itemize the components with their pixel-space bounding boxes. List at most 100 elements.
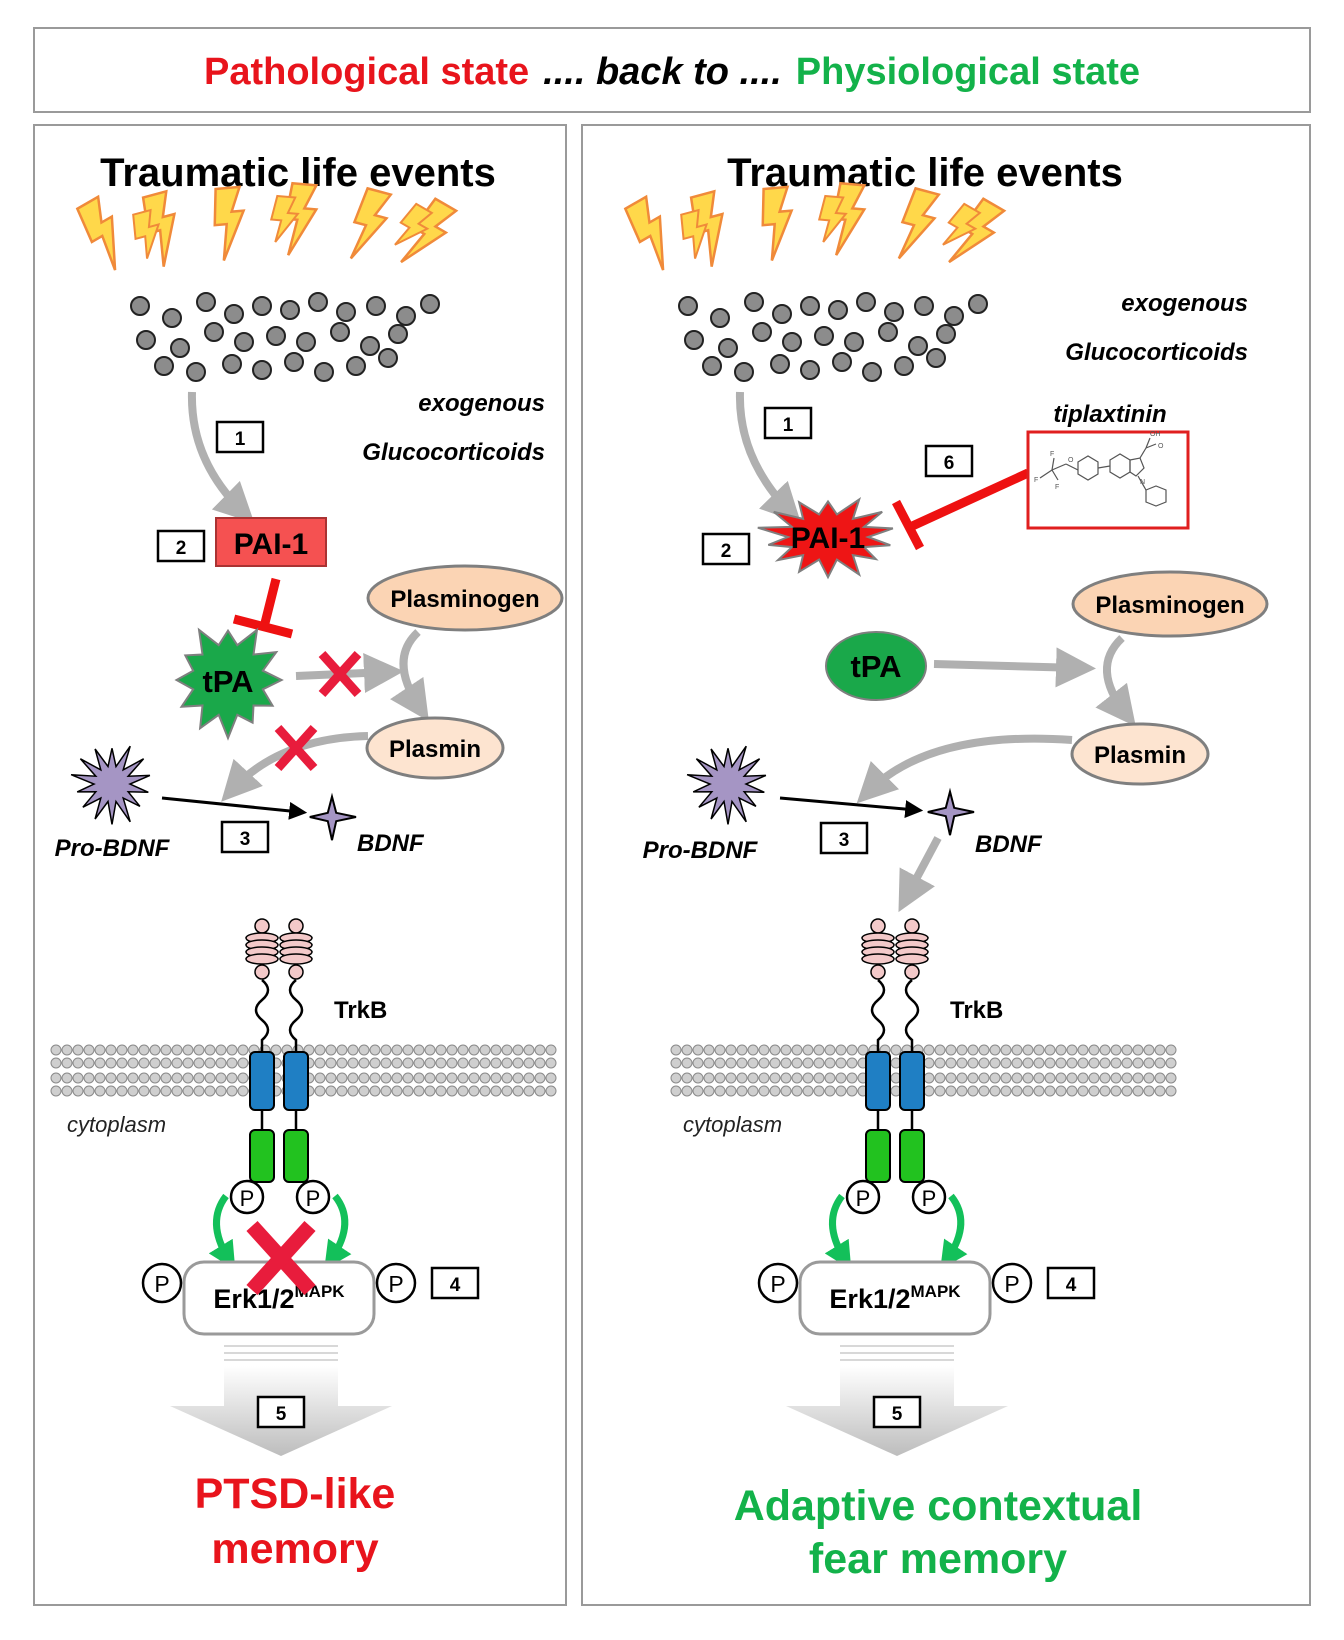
right-step-6-box [924, 444, 974, 478]
left-glucocorticoid-dots [130, 292, 440, 382]
svg-text:P: P [770, 1271, 785, 1297]
right-p-badge-1: P [845, 1179, 881, 1215]
lightning-icon [349, 186, 393, 260]
glucocorticoid-dot [360, 336, 380, 356]
right-tpa-label: tPA [850, 649, 901, 684]
glucocorticoid-dot [844, 332, 864, 352]
glucocorticoid-dot [710, 308, 730, 328]
glucocorticoid-dot [308, 292, 328, 312]
right-arrow-probdnf-to-bdnf [779, 796, 924, 819]
right-arrow-bdnf-to-trkb [898, 836, 942, 913]
svg-text:P: P [388, 1271, 403, 1297]
lightning-icon [394, 197, 459, 264]
lightning-icon [269, 181, 319, 256]
left-step-2-box [156, 529, 206, 563]
lightning-icon [213, 185, 246, 261]
right-outcome-line1: Adaptive contextual [734, 1482, 1143, 1530]
right-outcome-line2: fear memory [809, 1535, 1067, 1583]
glucocorticoid-dot [772, 304, 792, 324]
left-pro-bdnf-icon [70, 745, 151, 825]
glucocorticoid-dot [130, 296, 150, 316]
right-tiplaxtinin-label: tiplaxtinin [1053, 401, 1166, 428]
left-erk-label: Erk1/2MAPK [213, 1282, 345, 1314]
left-step-4: 4 [450, 1275, 461, 1296]
lightning-icon [75, 194, 117, 271]
left-tpa-star [174, 627, 284, 741]
lightning-icon [942, 197, 1007, 264]
glucocorticoid-dot [284, 352, 304, 372]
right-p-badge-3: P [757, 1262, 799, 1304]
right-tpa [825, 631, 927, 701]
glucocorticoid-dot [968, 294, 988, 314]
left-bdnf-icon [309, 792, 357, 841]
right-lightning-icons [623, 181, 1007, 271]
lightning-icon [817, 181, 867, 256]
glucocorticoid-dot [396, 306, 416, 326]
glucocorticoid-dot [914, 296, 934, 316]
left-inhibit-bar [232, 614, 294, 639]
svg-text:F: F [1055, 484, 1059, 491]
left-pro-bdnf-label: Pro-BDNF [55, 835, 171, 862]
glucocorticoid-dot [814, 326, 834, 346]
left-step-4-box [430, 1266, 480, 1300]
glucocorticoid-dot [204, 322, 224, 342]
lightning-icon [132, 189, 177, 267]
glucocorticoid-dot [170, 338, 190, 358]
right-step-3-box [819, 821, 869, 855]
left-cross-2-icon [274, 724, 318, 772]
left-outcome-line1: PTSD-like [195, 1470, 396, 1518]
glucocorticoid-dot [154, 356, 174, 376]
right-step-4: 4 [1066, 1275, 1077, 1296]
right-cytoplasm-label: cytoplasm [683, 1112, 782, 1137]
right-green-arrow-2 [940, 1193, 968, 1270]
left-arrow-gc-to-pai1 [187, 391, 255, 524]
right-arrow-plasminogen-to-plasmin [1095, 635, 1136, 727]
right-pai1-star [757, 496, 894, 580]
right-step-2-box [701, 532, 751, 566]
right-step-2: 2 [721, 541, 732, 562]
right-pro-bdnf-icon [686, 745, 767, 825]
glucocorticoid-dot [162, 308, 182, 328]
glucocorticoid-dot [378, 348, 398, 368]
right-bdnf-icon [927, 787, 975, 836]
right-panel-frame [581, 124, 1311, 1606]
right-inhibit-bar [892, 499, 924, 551]
right-trkb-receptor [861, 918, 929, 1183]
left-inhibit-stem [259, 577, 281, 629]
glucocorticoid-dot [678, 296, 698, 316]
lightning-icon [680, 189, 725, 267]
right-gc-line2: Glucocorticoids [1065, 339, 1248, 366]
glucocorticoid-dot [744, 292, 764, 312]
right-glucocorticoid-dots [678, 292, 988, 382]
glucocorticoid-dot [336, 302, 356, 322]
left-erk-cross-icon [246, 1220, 316, 1296]
right-trkb-label: TrkB [950, 997, 1003, 1024]
left-tpa-label: tPA [202, 664, 253, 699]
left-green-arrow-1 [208, 1193, 236, 1270]
left-trkb-receptor [245, 918, 313, 1183]
header-back-to: .... back to .... [543, 51, 782, 93]
glucocorticoid-dot [314, 362, 334, 382]
right-step-1: 1 [783, 415, 794, 436]
left-plasmin [365, 716, 505, 780]
svg-text:P: P [306, 1186, 321, 1211]
right-pai1-label: PAI-1 [791, 522, 865, 555]
svg-text:O: O [1068, 457, 1074, 464]
glucocorticoid-dot [828, 300, 848, 320]
header-pathological: Pathological state [204, 51, 529, 93]
right-arrow-plasmin-to-bdnf [856, 734, 1073, 804]
glucocorticoid-dot [702, 356, 722, 376]
right-inhibit-stem [906, 468, 1030, 533]
glucocorticoid-dot [944, 306, 964, 326]
right-title: Traumatic life events [727, 151, 1123, 195]
header-title: Pathological state.... back to ....Physi… [204, 51, 1140, 93]
left-step-3-box [220, 820, 270, 854]
glucocorticoid-dot [832, 352, 852, 372]
left-cross-1-icon [318, 650, 362, 698]
glucocorticoid-dot [782, 332, 802, 352]
right-arrow-gc-to-pai1 [735, 391, 802, 524]
glucocorticoid-dot [856, 292, 876, 312]
glucocorticoid-dot [800, 360, 820, 380]
left-pai1-label: PAI-1 [234, 528, 308, 561]
